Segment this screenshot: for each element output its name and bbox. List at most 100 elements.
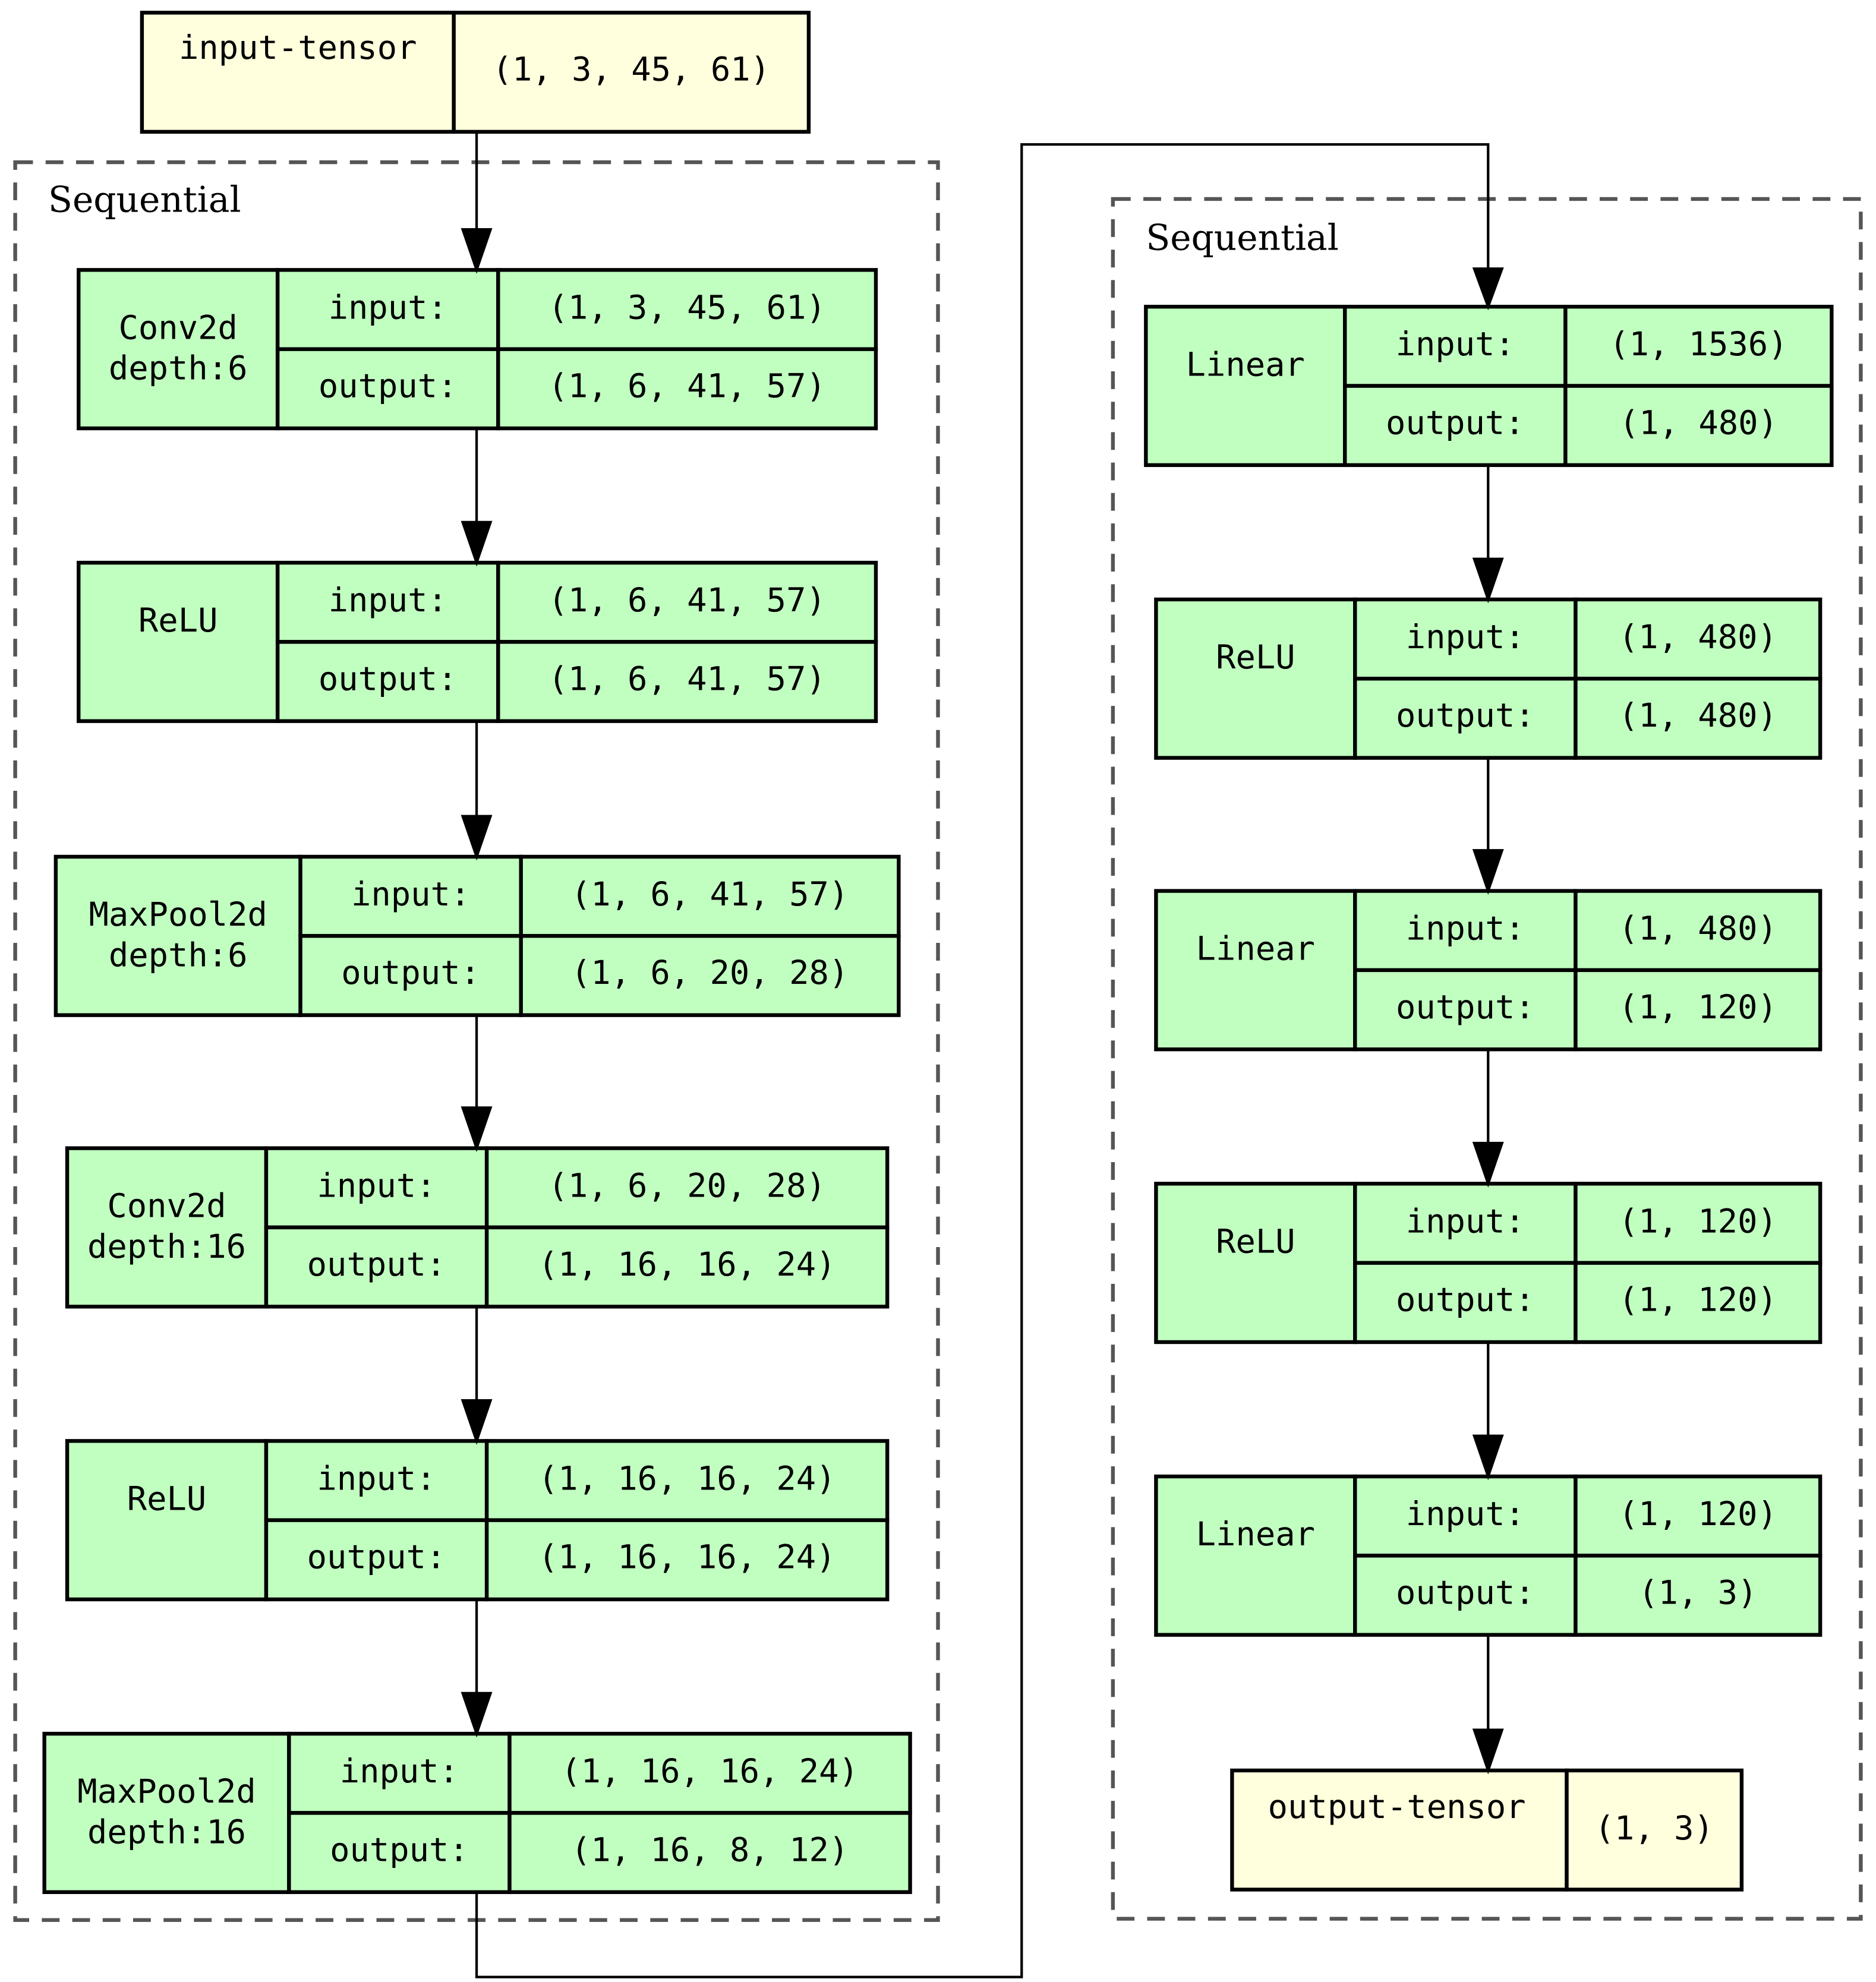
output-tensor-label: output-tensor: [1268, 1788, 1526, 1826]
layer-depth: depth:6: [109, 936, 248, 974]
output-label: output:: [1396, 989, 1535, 1027]
input-label: input:: [317, 1460, 436, 1498]
output-label: output:: [1396, 697, 1535, 735]
output-shape-cell: [519, 934, 901, 1017]
input-shape: (1, 6, 41, 57): [571, 876, 849, 914]
input-tensor-label: input-tensor: [179, 29, 417, 67]
arrow-head: [1472, 849, 1504, 895]
input-shape-cell: [1574, 889, 1823, 973]
arrow-head: [1472, 557, 1504, 604]
cluster-label: Sequential: [1146, 218, 1339, 259]
input-shape-cell: [1563, 305, 1834, 388]
edge-arrow: [461, 428, 493, 567]
input-shape-cell: [484, 1439, 890, 1522]
output-shape-cell: [484, 1225, 890, 1309]
input-shape: (1, 120): [1619, 1203, 1777, 1241]
output-label-cell: [264, 1225, 489, 1309]
edge-arrow: [1472, 1634, 1504, 1775]
output-shape-cell: [1574, 1554, 1823, 1637]
output-label-cell: [1343, 384, 1568, 468]
layer-name: Conv2d: [119, 309, 238, 347]
layer-name: ReLU: [1216, 639, 1295, 677]
edge-arrow: [461, 1599, 493, 1738]
input-shape: (1, 480): [1619, 618, 1777, 657]
layer-name-cell: [77, 268, 280, 431]
input-label: input:: [351, 876, 470, 914]
output-shape-cell: [496, 347, 878, 431]
output-shape: (1, 16, 16, 24): [538, 1539, 836, 1577]
edge-arrow: [1472, 465, 1504, 604]
layer-name-cell: [65, 1146, 269, 1309]
layer-name: Linear: [1186, 346, 1305, 384]
input-shape: (1, 3, 45, 61): [548, 289, 825, 327]
output-shape-cell: [1574, 677, 1823, 760]
layer-name: Linear: [1196, 1516, 1315, 1554]
output-shape: (1, 6, 20, 28): [571, 954, 849, 992]
input-label: input:: [1406, 1203, 1525, 1241]
arrow-head: [1472, 1434, 1504, 1481]
output-label-cell: [1353, 1261, 1578, 1345]
output-label-cell: [275, 640, 500, 723]
output-label: output:: [330, 1831, 469, 1869]
input-shape: (1, 6, 20, 28): [548, 1167, 825, 1205]
input-shape-cell: [484, 1146, 890, 1230]
layer-name: Conv2d: [107, 1188, 226, 1226]
output-label-cell: [1353, 677, 1578, 760]
layer-name: MaxPool2d: [89, 896, 267, 934]
arrow-head: [461, 1106, 493, 1153]
output-shape: (1, 16, 16, 24): [538, 1246, 836, 1284]
output-shape: (1, 3): [1638, 1574, 1757, 1612]
output-shape: (1, 120): [1619, 989, 1777, 1027]
input-shape: (1, 480): [1619, 910, 1777, 948]
layer-name: MaxPool2d: [77, 1773, 256, 1811]
output-label: output:: [319, 368, 458, 406]
layer-name-cell: [1144, 305, 1347, 468]
output-shape: (1, 480): [1619, 697, 1777, 735]
layer-name-cell: [1154, 597, 1357, 760]
input-label: input:: [329, 289, 447, 327]
arrow-head: [1472, 1141, 1504, 1188]
input-tensor-shape: (1, 3, 45, 61): [493, 51, 770, 89]
layer-name-cell: [53, 854, 302, 1017]
layer-name: Linear: [1196, 930, 1315, 968]
arrow-head: [461, 815, 493, 861]
output-label-cell: [264, 1518, 489, 1602]
output-label: output:: [341, 954, 480, 992]
output-shape-cell: [507, 1811, 912, 1894]
output-tensor-label-cell: [1230, 1768, 1569, 1892]
input-label: input:: [340, 1753, 459, 1791]
arrow-head: [461, 520, 493, 567]
arrow-head: [461, 1399, 493, 1445]
edge-arrow: [461, 131, 493, 274]
output-label-cell: [1353, 1554, 1578, 1637]
input-shape-cell: [1574, 1474, 1823, 1558]
output-tensor-shape-cell: [1565, 1768, 1744, 1892]
output-shape: (1, 6, 41, 57): [548, 368, 825, 406]
layer-depth: depth:16: [87, 1228, 246, 1266]
layer-name: ReLU: [138, 602, 218, 640]
edge-arrow: [1472, 1342, 1504, 1481]
input-shape-cell: [496, 268, 878, 351]
input-shape-cell: [496, 560, 878, 644]
output-label: output:: [307, 1539, 446, 1577]
arrow-head: [1472, 1728, 1504, 1775]
input-label: input:: [1406, 910, 1525, 948]
input-shape-cell: [507, 1731, 912, 1815]
input-label-cell: [1353, 889, 1578, 973]
input-label-cell: [275, 268, 500, 351]
input-shape: (1, 6, 41, 57): [548, 582, 825, 620]
output-label: output:: [1386, 404, 1525, 442]
layer-name-cell: [1154, 1474, 1357, 1637]
arrow-head: [461, 1691, 493, 1738]
input-label-cell: [1353, 597, 1578, 681]
output-label: output:: [307, 1246, 446, 1284]
arrow-head: [1472, 267, 1504, 311]
output-label-cell: [287, 1811, 512, 1894]
